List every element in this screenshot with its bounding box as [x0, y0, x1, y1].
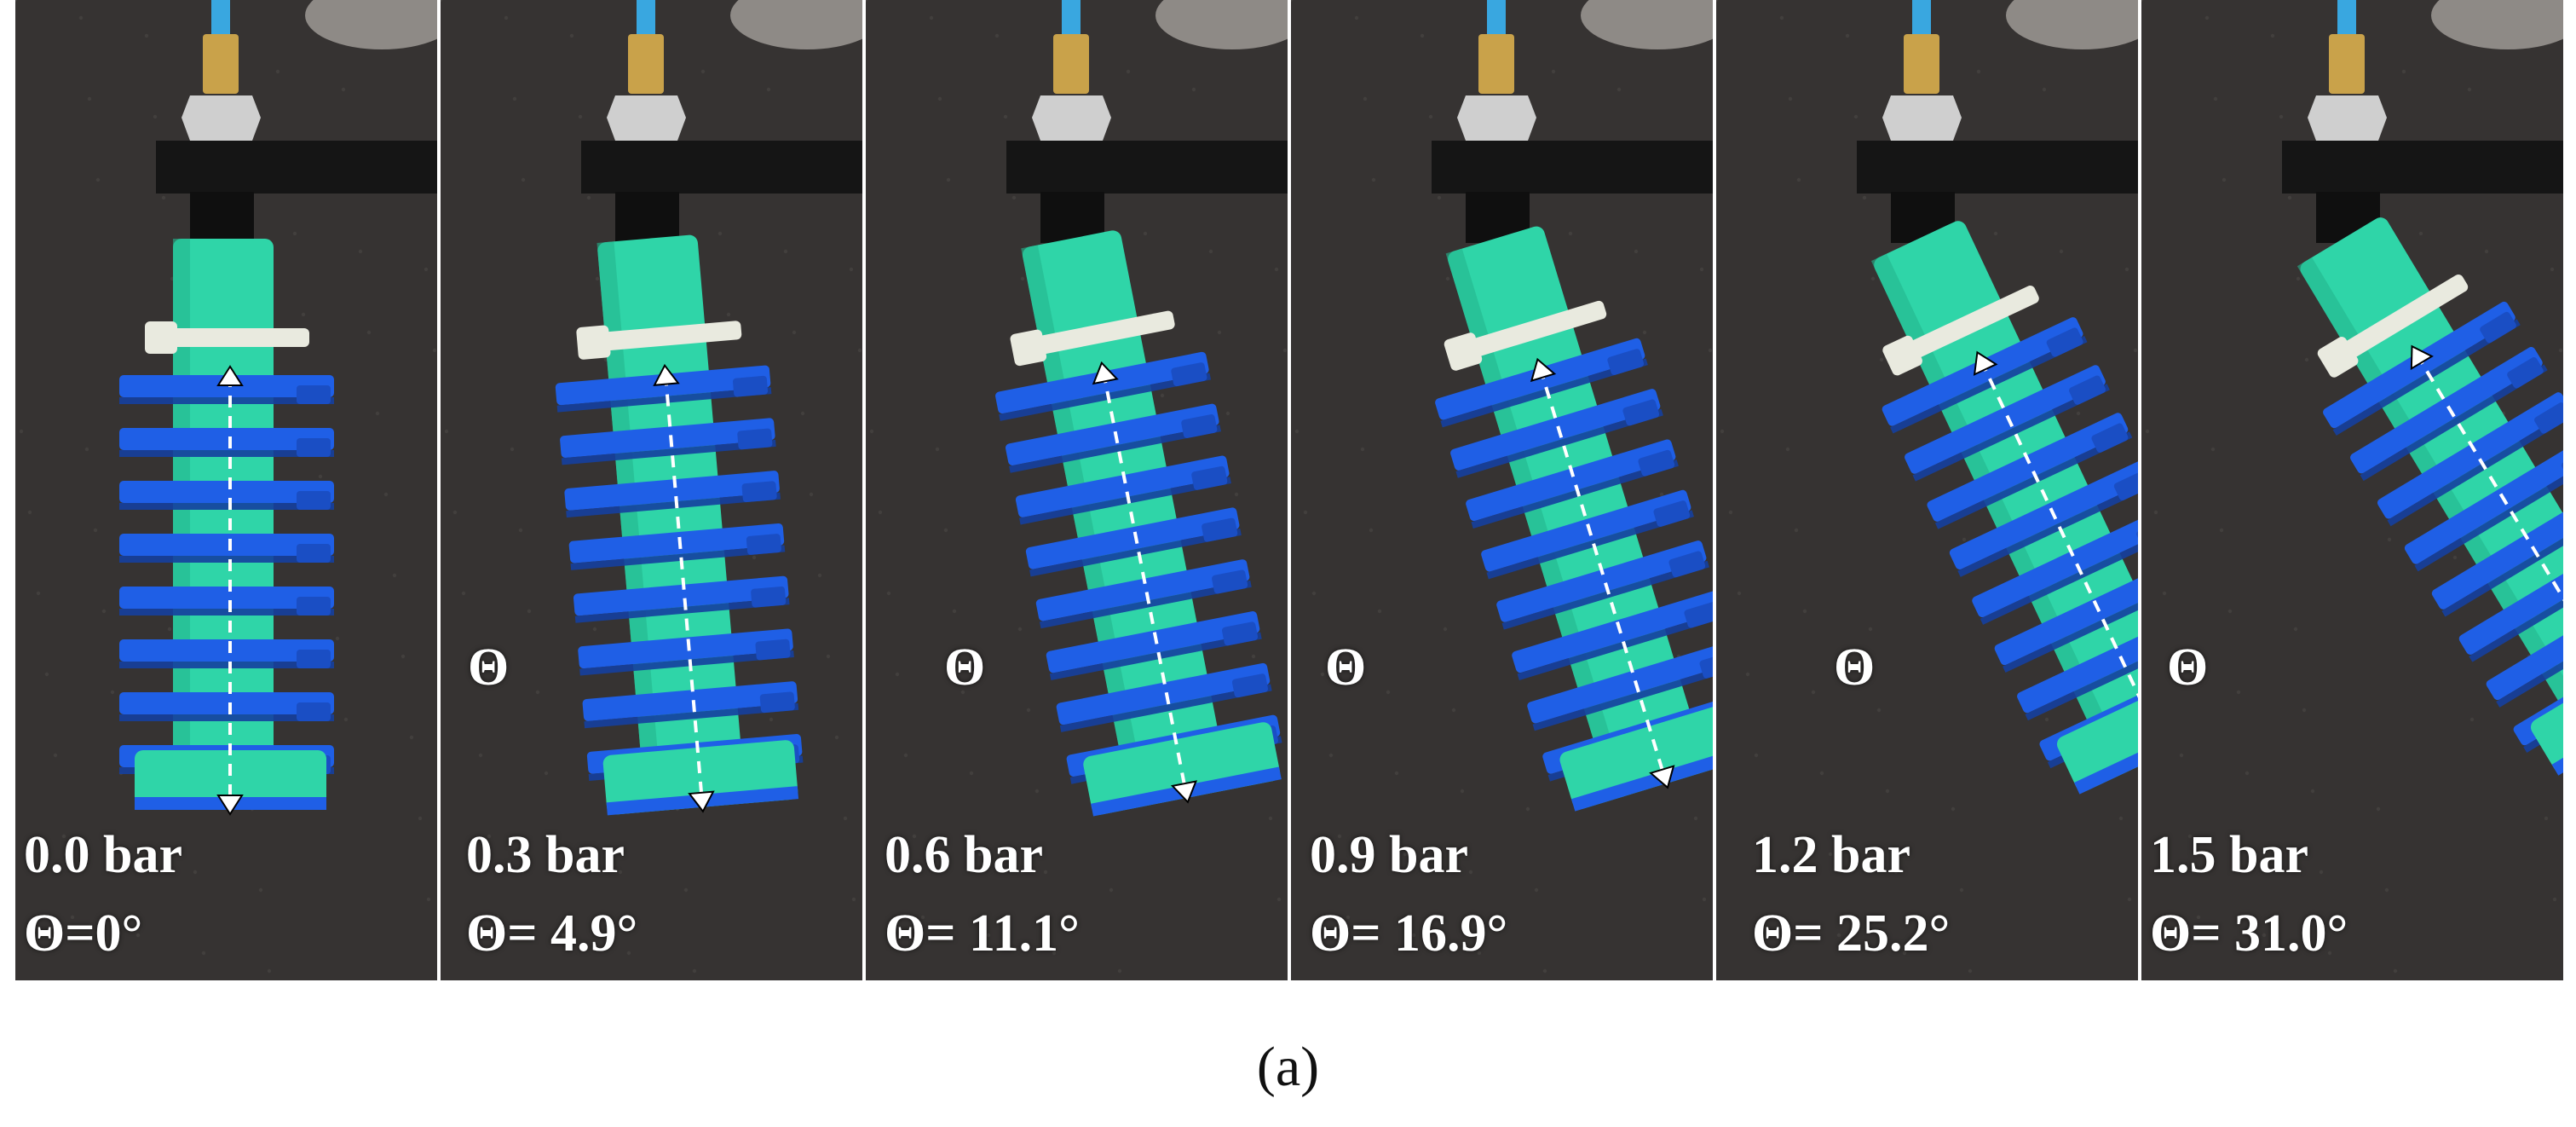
pressure-label: 1.5 bar: [2150, 826, 2308, 884]
pressure-label: 0.9 bar: [1310, 826, 1468, 884]
pressure-label: 0.3 bar: [466, 826, 625, 884]
bend-angle-label: Θ= 16.9°: [1310, 904, 1508, 962]
theta-marker: Θ: [944, 639, 986, 696]
frame-0.3bar: Θ 0.3 bar Θ= 4.9°: [441, 0, 862, 980]
bend-angle-label: Θ= 11.1°: [885, 904, 1080, 962]
pressure-label: 0.6 bar: [885, 826, 1043, 884]
frame-1.5bar: Θ 1.5 bar Θ= 31.0°: [2141, 0, 2563, 980]
actuator-photo: [866, 0, 1288, 980]
actuator-photo: [15, 0, 437, 980]
actuator-photo: [2141, 0, 2563, 980]
pressure-label: 0.0 bar: [24, 826, 182, 884]
actuator-photo: [441, 0, 862, 980]
pressure-label: 1.2 bar: [1752, 826, 1910, 884]
figure-caption: (a): [1256, 1036, 1320, 1098]
theta-marker: Θ: [468, 639, 510, 696]
frame-0.6bar: Θ 0.6 bar Θ= 11.1°: [866, 0, 1288, 980]
theta-marker: Θ: [1325, 639, 1367, 696]
theta-marker: Θ: [2167, 639, 2209, 696]
figure-panel: 0.0 bar Θ=0° Θ 0.3 bar Θ= 4.9° Θ 0.6 bar…: [15, 0, 2563, 980]
theta-marker: Θ: [1834, 639, 1876, 696]
frame-0bar: 0.0 bar Θ=0°: [15, 0, 437, 980]
bend-angle-label: Θ= 25.2°: [1752, 904, 1951, 962]
actuator-photo: [1716, 0, 2138, 980]
actuator-photo: [1291, 0, 1713, 980]
bend-angle-label: Θ= 4.9°: [466, 904, 638, 962]
bend-angle-label: Θ= 31.0°: [2150, 904, 2348, 962]
bend-angle-label: Θ=0°: [24, 904, 143, 962]
frame-0.9bar: Θ 0.9 bar Θ= 16.9°: [1291, 0, 1713, 980]
frame-1.2bar: Θ 1.2 bar Θ= 25.2°: [1716, 0, 2138, 980]
